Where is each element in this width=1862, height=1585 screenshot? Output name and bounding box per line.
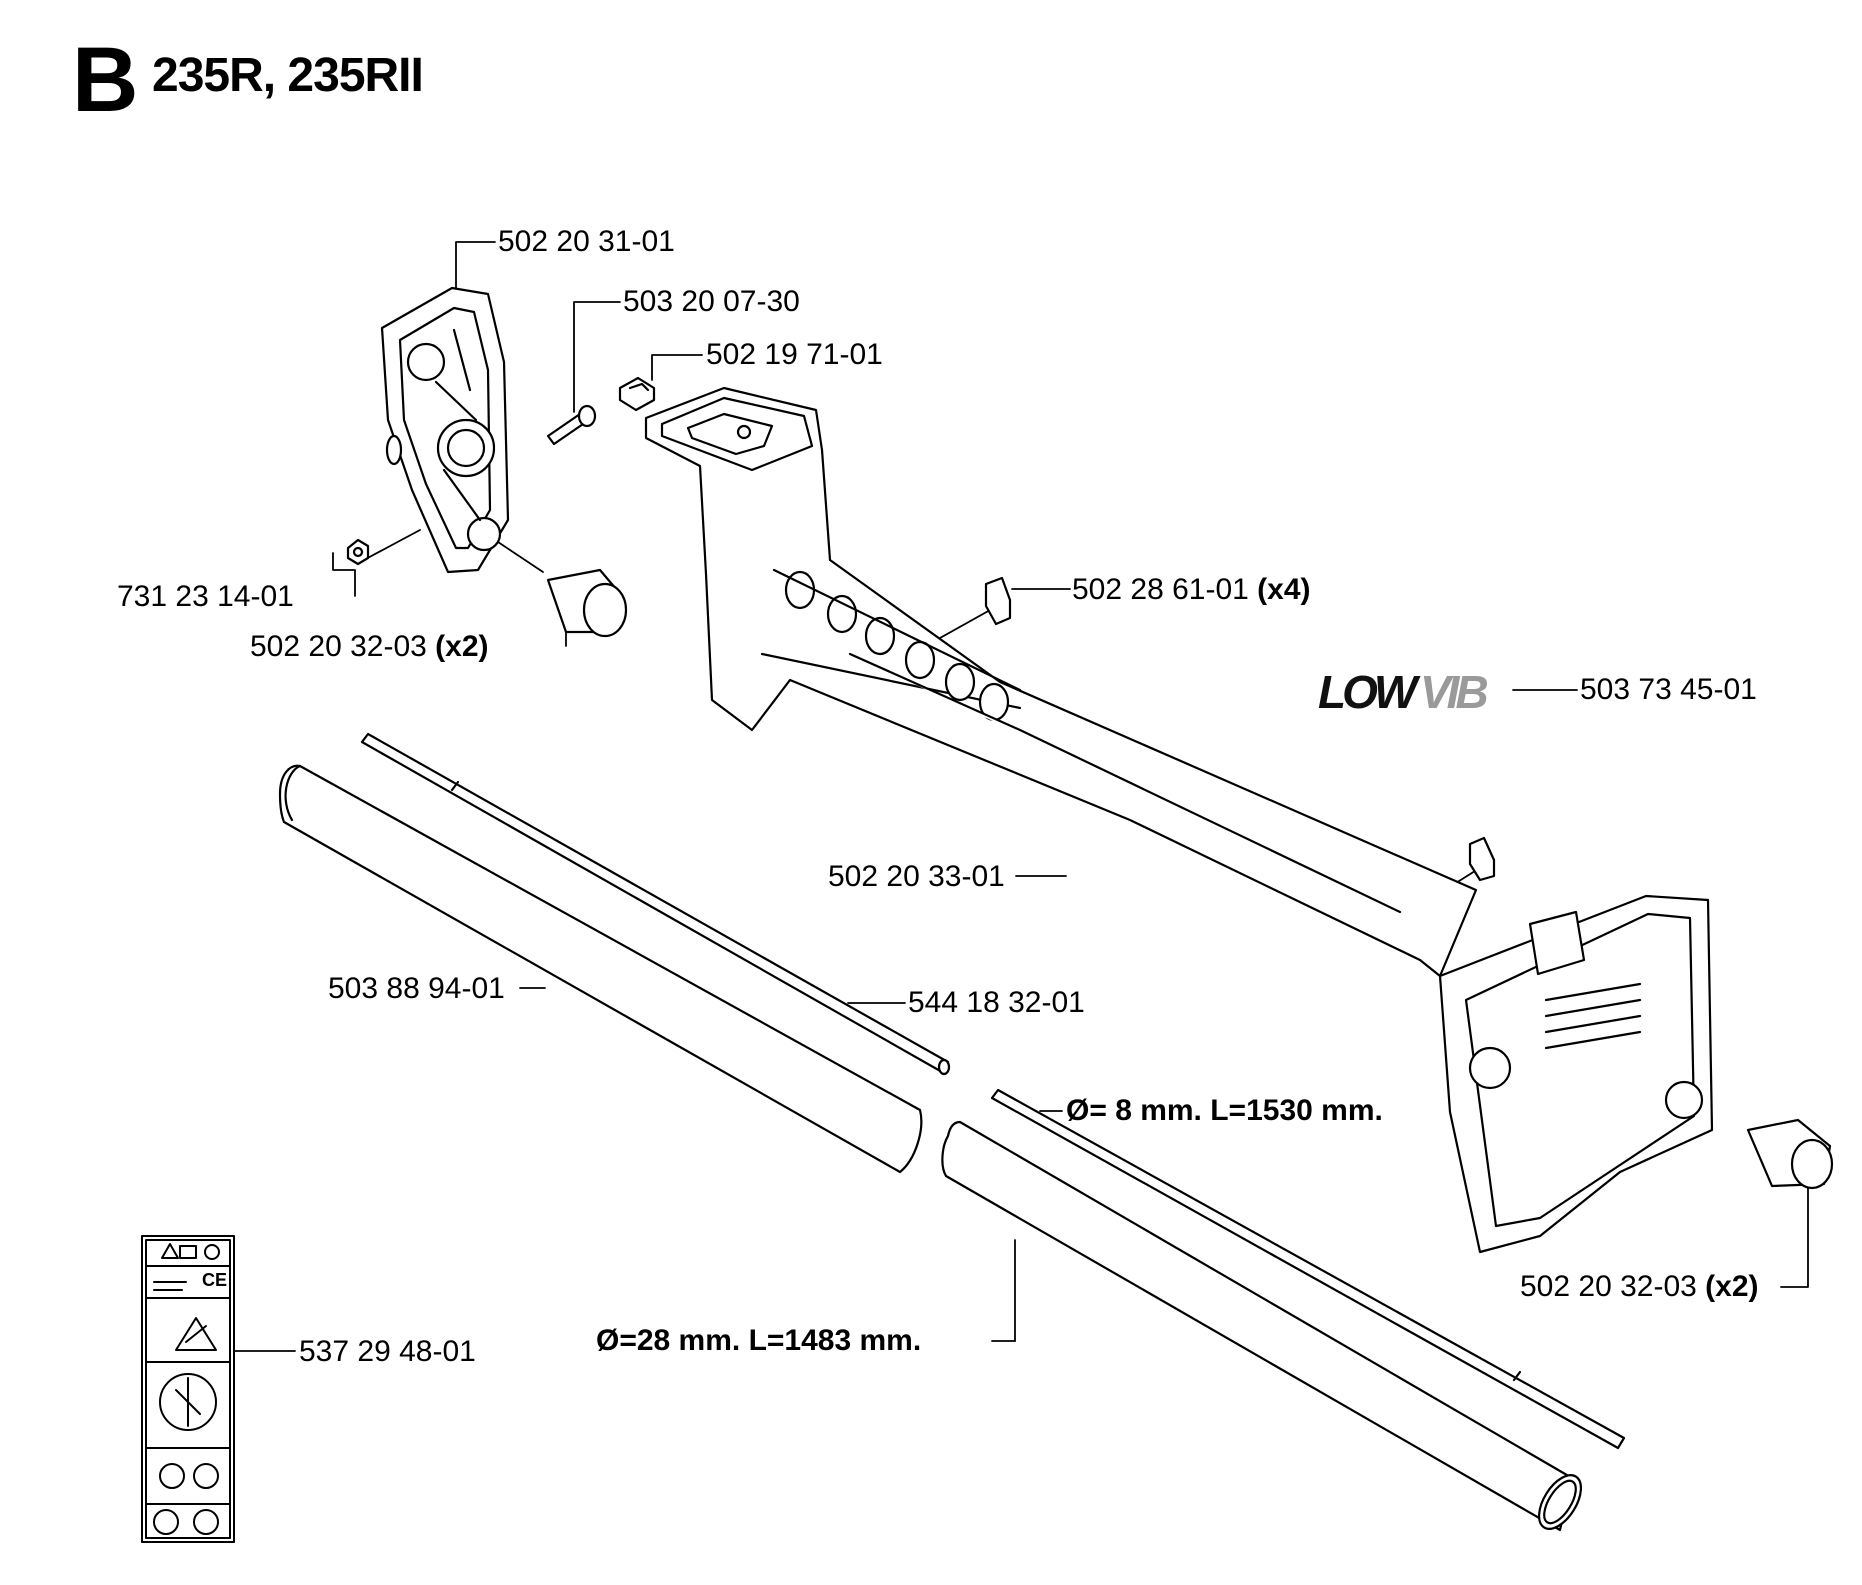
label-square-nut: 502 19 71-01: [706, 338, 883, 371]
label-warning-label: 537 29 48-01: [299, 1335, 476, 1368]
spec-drive-shaft: Ø= 8 mm. L=1530 mm.: [1066, 1094, 1383, 1127]
page-title: 235R, 235RII: [152, 49, 424, 102]
warning-label-part: [141, 1235, 235, 1543]
handlebar-part: [644, 386, 1714, 1254]
spec-tube: Ø=28 mm. L=1483 mm.: [596, 1324, 922, 1357]
shaft-tube-lower-part: [941, 1120, 1583, 1532]
drive-shaft-upper-part: [360, 732, 951, 1076]
label-handlebar: 502 20 33-01: [828, 860, 1005, 893]
end-cap-right-part: [1746, 1118, 1834, 1190]
cable-clip-part: [984, 576, 1496, 882]
cable-clip-qty: (x4): [1257, 573, 1311, 606]
square-nut-part: [618, 376, 656, 412]
section-letter: B: [72, 29, 139, 131]
end-cap-left-qty: (x2): [435, 630, 489, 663]
label-shaft-tube: 503 88 94-01: [328, 972, 505, 1005]
screw-part: [546, 404, 597, 446]
end-cap-left-part: [546, 568, 628, 638]
label-end-cap-left: 502 20 32-03 (x2): [250, 630, 489, 664]
end-cap-right-number: 502 20 32-03: [1520, 1270, 1697, 1303]
drive-shaft-lower-part: [990, 1088, 1626, 1450]
end-cap-right-qty: (x2): [1705, 1270, 1759, 1303]
handlebar-holes: [784, 570, 1010, 722]
ce-mark: CE: [202, 1270, 228, 1290]
handle-grip-part: [380, 286, 510, 574]
cable-comb: [1544, 982, 1642, 1050]
label-decal: 503 73 45-01: [1580, 673, 1757, 706]
end-cap-left-number: 502 20 32-03: [250, 630, 427, 663]
shaft-tube-upper-part: [278, 764, 923, 1174]
svg-text:LOW: LOW: [1318, 666, 1421, 718]
nut-part: [346, 538, 370, 566]
cable-clip-number: 502 28 61-01: [1072, 573, 1249, 606]
label-handle-grip: 502 20 31-01: [498, 225, 675, 258]
label-end-cap-right: 502 20 32-03 (x2): [1520, 1270, 1759, 1304]
label-drive-shaft: 544 18 32-01: [908, 986, 1085, 1019]
label-nut: 731 23 14-01: [117, 580, 294, 613]
svg-text:VIB: VIB: [1420, 666, 1487, 718]
label-screw: 503 20 07-30: [623, 285, 800, 318]
label-cable-clip: 502 28 61-01 (x4): [1072, 573, 1311, 607]
low-vib-decal: LOW VIB: [1318, 666, 1491, 718]
